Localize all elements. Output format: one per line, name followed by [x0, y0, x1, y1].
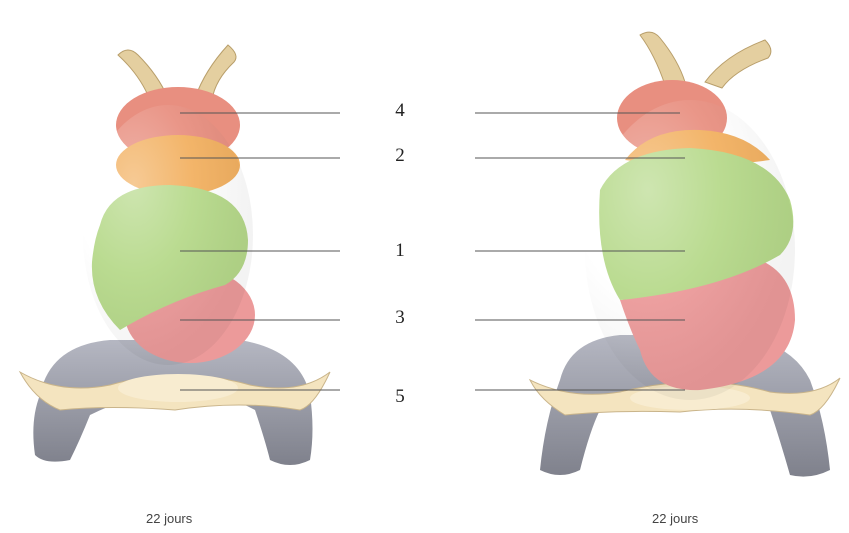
left-caption: 22 jours — [146, 511, 192, 526]
label-3: 3 — [385, 307, 415, 329]
label-2: 2 — [385, 145, 415, 167]
label-4: 4 — [385, 100, 415, 122]
left-heart — [20, 45, 330, 465]
label-5: 5 — [385, 386, 415, 408]
label-1: 1 — [385, 240, 415, 262]
right-heart — [530, 32, 840, 477]
right-caption: 22 jours — [652, 511, 698, 526]
left-region-5 — [118, 374, 238, 402]
right-aortic-arches — [640, 32, 771, 88]
